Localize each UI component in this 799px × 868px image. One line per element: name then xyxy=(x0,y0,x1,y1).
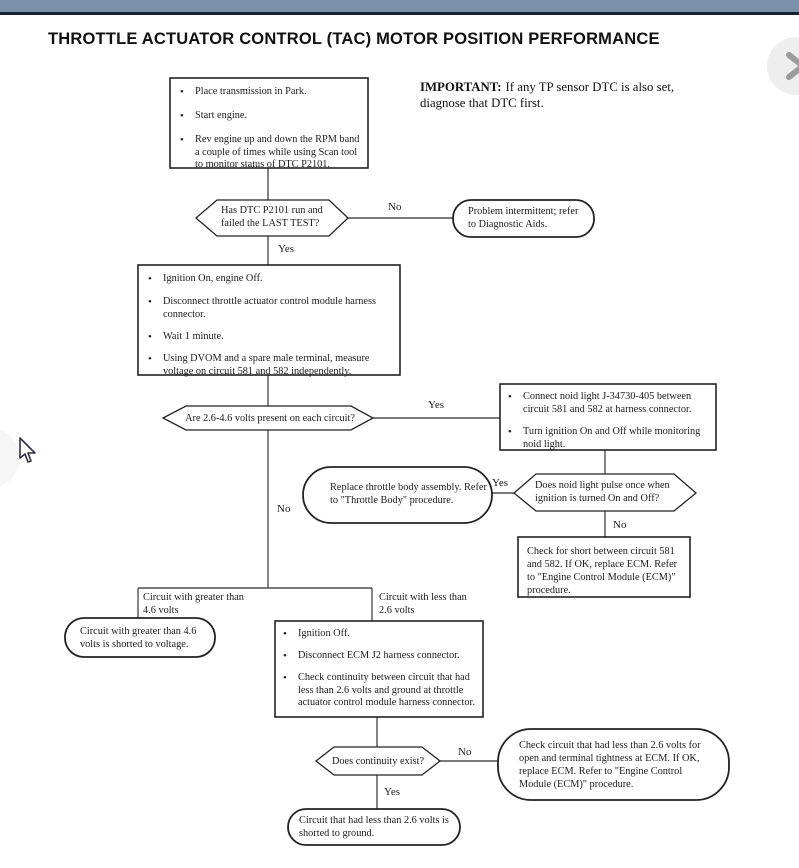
decision-dtc-p2101: Has DTC P2101 run and failed the LAST TE… xyxy=(221,205,323,229)
process-boxes xyxy=(137,77,717,718)
chevron-right-icon xyxy=(786,52,799,80)
step-box-continuity-check: Ignition Off. Disconnect ECM J2 harness … xyxy=(283,628,477,710)
terminal-check-circuit-ecm: Check circuit that had less than 2.6 vol… xyxy=(519,740,701,790)
connector-lines xyxy=(137,168,606,809)
branch-label-less: Circuit with less than 2.6 volts xyxy=(379,592,467,616)
edge-label-no: No xyxy=(277,503,291,515)
bullet-icon xyxy=(508,391,523,417)
terminal-shorted-to-ground: Circuit that had less than 2.6 volts is … xyxy=(299,815,449,839)
bullet-icon xyxy=(283,650,298,664)
title-bar xyxy=(0,0,799,15)
bullet-icon xyxy=(508,426,523,452)
terminal-replace-throttle-body: Replace throttle body assembly. Refer to… xyxy=(330,482,487,506)
step-box-voltage-measure: Ignition On, engine Off. Disconnect thro… xyxy=(148,273,396,379)
edge-label-no: No xyxy=(613,519,627,531)
mouse-cursor xyxy=(19,437,36,463)
bullet-icon xyxy=(283,628,298,642)
terminal-shorted-to-voltage: Circuit with greater than 4.6 volts is s… xyxy=(80,626,197,650)
decision-hexagons xyxy=(161,199,698,776)
bullet-icon xyxy=(148,273,163,287)
terminator-shapes xyxy=(64,199,730,846)
prev-page-button[interactable] xyxy=(0,428,20,488)
branch-label-greater: Circuit with greater than 4.6 volts xyxy=(143,592,244,616)
important-note-text: If any TP sensor DTC is also set, diagno… xyxy=(420,80,675,111)
decision-continuity-exist: Does continuity exist? xyxy=(331,756,425,767)
step-item: Turn ignition On and Off while monitorin… xyxy=(523,425,701,450)
bullet-icon xyxy=(283,672,298,711)
step-box-noid-light: Connect noid light J-34730-405 between c… xyxy=(508,391,710,451)
important-note: IMPORTANT:If any TP sensor DTC is also s… xyxy=(420,79,688,112)
bullet-icon xyxy=(180,134,195,173)
step-item: Check continuity between circuit that ha… xyxy=(298,671,475,709)
bullet-icon xyxy=(180,86,195,100)
step-item: Using DVOM and a spare male terminal, me… xyxy=(163,353,370,378)
step-item: Disconnect ECM J2 harness connector. xyxy=(298,649,460,661)
bullet-icon xyxy=(148,296,163,322)
step-item: Ignition Off. xyxy=(298,628,350,639)
step-item: Wait 1 minute. xyxy=(163,330,224,342)
step-item: Rev engine up and down the RPM band a co… xyxy=(195,133,360,171)
step-item: Disconnect throttle actuator control mod… xyxy=(163,295,377,320)
step-item: Ignition On, engine Off. xyxy=(163,273,263,284)
edge-label-yes: Yes xyxy=(384,786,401,798)
important-note-label: IMPORTANT: xyxy=(420,80,502,94)
bullet-icon xyxy=(180,110,195,124)
edge-label-yes: Yes xyxy=(278,243,295,255)
decision-volts-present: Are 2.6-4.6 volts present on each circui… xyxy=(185,413,355,424)
bullet-icon xyxy=(148,331,163,345)
step-box-check-short: Check for short between circuit 581 and … xyxy=(527,546,678,596)
page-title: THROTTLE ACTUATOR CONTROL (TAC) MOTOR PO… xyxy=(48,30,660,48)
bullet-icon xyxy=(148,353,163,379)
edge-label-no: No xyxy=(458,746,472,758)
decision-noid-pulse: Does noid light pulse once when ignition… xyxy=(535,480,670,504)
step-item: Place transmission in Park. xyxy=(195,86,307,97)
step-box-initial-checks: Place transmission in Park. Start engine… xyxy=(180,86,360,172)
step-item: Start engine. xyxy=(195,109,248,121)
edge-label-yes: Yes xyxy=(428,399,445,411)
edge-label-yes: Yes xyxy=(492,477,509,489)
terminal-problem-intermittent: Problem intermittent; refer to Diagnosti… xyxy=(468,206,579,230)
edge-label-no: No xyxy=(388,201,402,213)
step-item: Connect noid light J-34730-405 between c… xyxy=(523,391,692,415)
